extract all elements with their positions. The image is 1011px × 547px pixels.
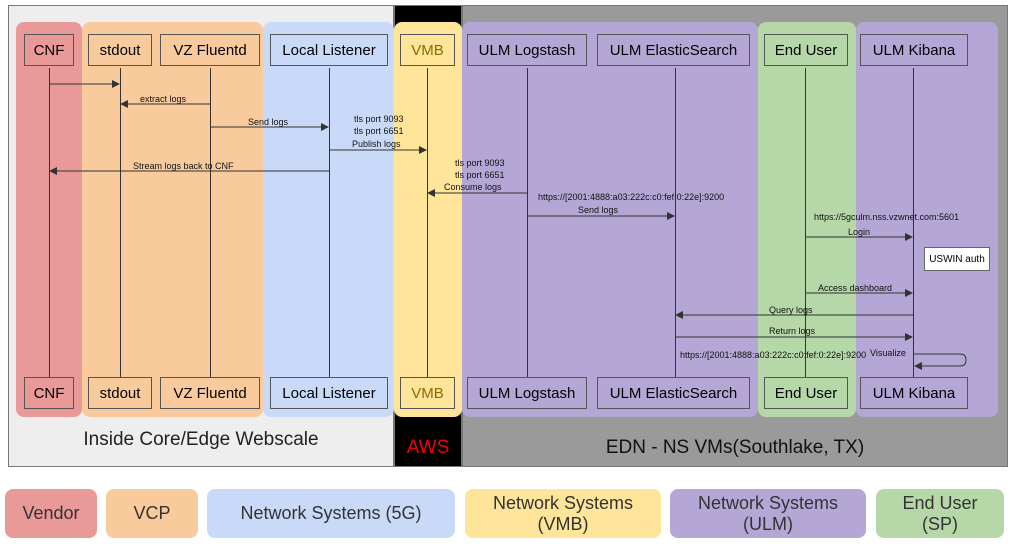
label-send-logs-2: Send logs: [578, 205, 619, 215]
lifeline-logstash: [527, 68, 528, 378]
legend-vendor: Vendor: [5, 489, 97, 538]
legend-5g-label: Network Systems (5G): [240, 503, 422, 524]
legend-vcp-label: VCP: [133, 503, 171, 524]
lifeline-stdout: [120, 68, 121, 378]
stdout-box-top: stdout: [88, 34, 152, 66]
legend-vcp: VCP: [106, 489, 198, 538]
legend-enduser-label: End User (SP): [902, 492, 978, 534]
label-kibana-url: https://5gculm.nss.vzwnet.com:5601: [814, 212, 960, 222]
legend-vmb: Network Systems (VMB): [465, 489, 661, 538]
legend-vmb-label: Network Systems (VMB): [492, 492, 634, 534]
label-send-logs-1: Send logs: [248, 117, 289, 127]
zone-edn-label: EDN - NS VMs(Southlake, TX): [605, 437, 865, 458]
lifeline-elastic: [675, 68, 676, 378]
lifeline-cnf: [49, 68, 50, 378]
logstash-box-top: ULM Logstash: [467, 34, 587, 66]
label-access-dashboard: Access dashboard: [818, 283, 893, 293]
label-extract-logs: extract logs: [140, 94, 187, 104]
logstash-box-bottom: ULM Logstash: [467, 377, 587, 409]
lane-5g: [263, 22, 394, 417]
vmb-box-bottom: VMB: [400, 377, 455, 409]
legend-ulm-label: Network Systems (ULM): [697, 492, 839, 534]
label-consume-logs: Consume logs: [444, 182, 502, 192]
uswin-auth-note: USWIN auth: [924, 247, 990, 271]
legend-ulm: Network Systems (ULM): [670, 489, 866, 538]
lane-kibana: [856, 22, 998, 417]
elastic-box-bottom: ULM ElasticSearch: [597, 377, 750, 409]
label-query-logs: Query logs: [769, 305, 813, 315]
label-return-logs: Return logs: [769, 326, 816, 336]
label-publish-logs: Publish logs: [352, 139, 401, 149]
vmb-box-top: VMB: [400, 34, 455, 66]
lifeline-enduser: [805, 68, 806, 378]
label-stream-back: Stream logs back to CNF: [133, 161, 234, 171]
enduser-box-bottom: End User: [764, 377, 848, 409]
zone-aws-label: AWS: [406, 437, 450, 458]
listener-box-top: Local Listener: [270, 34, 388, 66]
lifeline-kibana: [913, 68, 914, 378]
lane-enduser: [758, 22, 856, 417]
legend-5g: Network Systems (5G): [207, 489, 455, 538]
label-es-url-2: https://[2001:4888:a03:222c:c0:fef:0:22e…: [680, 350, 867, 360]
kibana-box-bottom: ULM Kibana: [860, 377, 968, 409]
lifeline-fluentd: [210, 68, 211, 378]
fluentd-box-top: VZ Fluentd: [160, 34, 260, 66]
label-tls-6651-a: tls port 6651: [354, 126, 404, 136]
cnf-box-bottom: CNF: [24, 377, 74, 409]
elastic-box-top: ULM ElasticSearch: [597, 34, 750, 66]
lane-ulm: [462, 22, 758, 417]
label-tls-6651-b: tls port 6651: [455, 170, 505, 180]
legend-vendor-label: Vendor: [22, 503, 80, 524]
lane-vmb: [394, 22, 462, 417]
fluentd-box-bottom: VZ Fluentd: [160, 377, 260, 409]
label-visualize: Visualize: [870, 348, 906, 358]
stdout-box-bottom: stdout: [88, 377, 152, 409]
listener-box-bottom: Local Listener: [270, 377, 388, 409]
uswin-auth-label: USWIN auth: [929, 253, 985, 265]
zone-inside-label: Inside Core/Edge Webscale: [83, 429, 319, 450]
label-es-url-1: https://[2001:4888:a03:222c:c0:fef:0:22e…: [538, 192, 725, 202]
enduser-box-top: End User: [764, 34, 848, 66]
legend-enduser: End User (SP): [876, 489, 1004, 538]
lifeline-vmb: [427, 68, 428, 378]
label-tls-9093-a: tls port 9093: [354, 114, 404, 124]
cnf-box-top: CNF: [24, 34, 74, 66]
kibana-box-top: ULM Kibana: [860, 34, 968, 66]
lifeline-listener: [329, 68, 330, 378]
arrow-visualize: [913, 353, 967, 370]
label-login: Login: [848, 227, 871, 237]
label-tls-9093-b: tls port 9093: [455, 158, 505, 168]
